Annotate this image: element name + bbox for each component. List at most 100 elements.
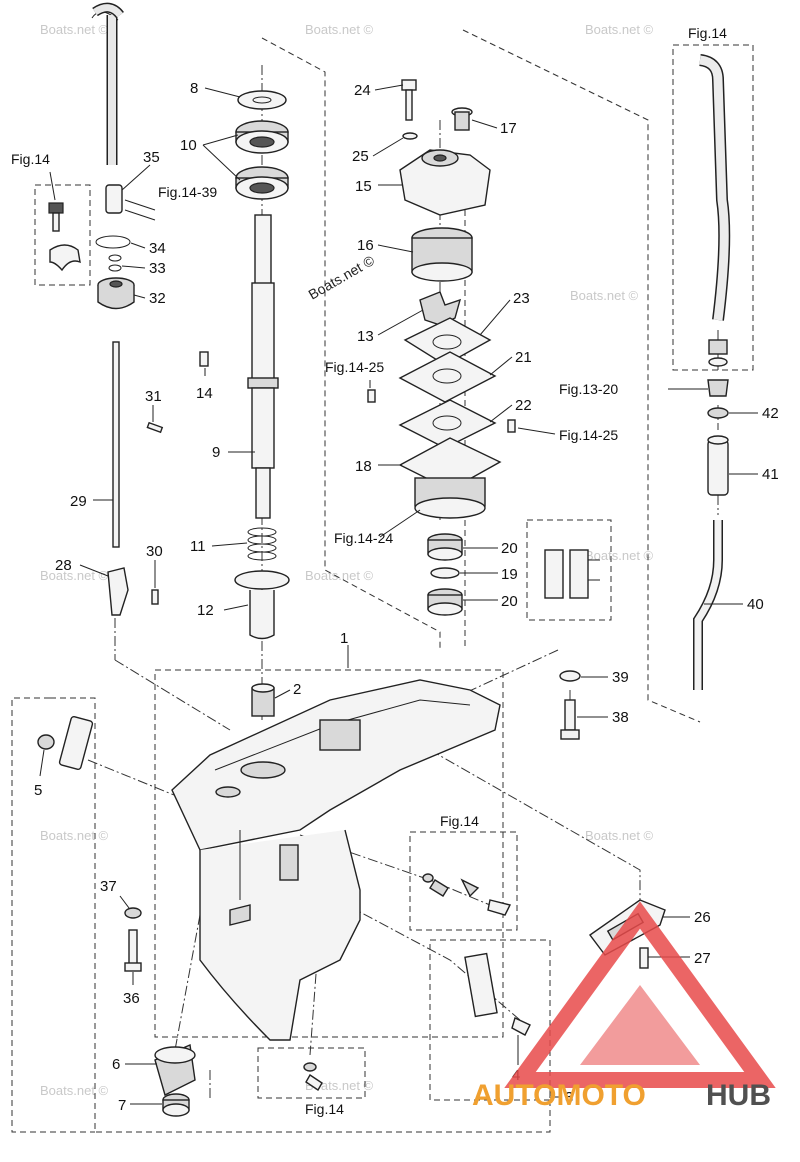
key-14 xyxy=(199,351,209,367)
bolt-24 xyxy=(401,79,417,121)
spring-11 xyxy=(247,527,277,561)
bolt-38 xyxy=(560,699,580,740)
callout-23: 23 xyxy=(513,290,530,307)
callout-2: 2 xyxy=(293,681,301,698)
callout-29: 29 xyxy=(70,493,87,510)
grommet-41 xyxy=(707,435,729,496)
fig-ref-14-bottom: Fig.14 xyxy=(305,1101,344,1117)
seals-20-19 xyxy=(427,533,463,616)
orings-34-33 xyxy=(95,235,131,272)
hose-part xyxy=(91,2,124,165)
pin-31 xyxy=(146,421,164,434)
watermark: Boats.net © xyxy=(40,1083,109,1098)
callout-19: 19 xyxy=(501,566,518,583)
shift-rod-29 xyxy=(112,341,120,548)
callout-32: 32 xyxy=(149,290,166,307)
callout-8: 8 xyxy=(190,80,198,97)
callout-14: 14 xyxy=(196,385,213,402)
callout-6: 6 xyxy=(112,1056,120,1073)
callout-3: 3 xyxy=(565,1089,573,1106)
washer-39 xyxy=(559,670,581,682)
fig-ref-13-20: Fig.13-20 xyxy=(559,381,618,397)
pin-fig14-25-left xyxy=(367,389,376,403)
bolts-fig14-mid xyxy=(422,873,512,916)
pinion-6 xyxy=(154,1043,196,1097)
seal-detail-inset xyxy=(544,549,600,599)
callout-labels: 1 2 3 4 5 6 7 8 9 10 11 12 13 14 15 16 1… xyxy=(34,80,779,1114)
watermark: Boats.net © xyxy=(585,548,654,563)
watermark: Boats.net © xyxy=(585,828,654,843)
sleeve-35 xyxy=(105,184,156,221)
bracket-fig14-left xyxy=(48,202,81,272)
pump-base-18 xyxy=(398,437,502,519)
gear-case-1 xyxy=(171,679,501,1041)
watermark: Boats.net © xyxy=(40,22,109,37)
watermark: Boats.net © xyxy=(40,828,109,843)
brand-text-hub: HUB xyxy=(706,1079,771,1112)
fig-ref-14-39: Fig.14-39 xyxy=(158,184,217,200)
callout-20b: 20 xyxy=(501,593,518,610)
watermark: Boats.net © xyxy=(305,22,374,37)
seal-42 xyxy=(707,407,729,419)
fig-ref-14-25-right: Fig.14-25 xyxy=(559,427,618,443)
bolt-fig14-bottom xyxy=(303,1062,323,1091)
watermark: Boats.net © xyxy=(305,1078,374,1093)
callout-24: 24 xyxy=(354,82,371,99)
leader-lines xyxy=(39,84,758,1105)
callout-36: 36 xyxy=(123,990,140,1007)
callout-42: 42 xyxy=(762,405,779,422)
impeller-13 xyxy=(419,291,462,326)
callout-13: 13 xyxy=(357,328,374,345)
fig-ref-14-mid: Fig.14 xyxy=(440,813,479,829)
callout-7: 7 xyxy=(118,1097,126,1114)
bushing-2 xyxy=(251,683,275,717)
callout-15: 15 xyxy=(355,178,372,195)
grommet-32 xyxy=(97,277,135,310)
callout-16: 16 xyxy=(357,237,374,254)
callout-40: 40 xyxy=(747,596,764,613)
anode-4 xyxy=(464,952,531,1036)
bearings-10 xyxy=(235,120,289,200)
callout-1: 1 xyxy=(340,630,348,647)
callout-31: 31 xyxy=(145,388,162,405)
fig-ref-14-top-right: Fig.14 xyxy=(688,25,727,41)
grommet-5 xyxy=(37,715,94,771)
insert-cup-16 xyxy=(411,227,473,282)
callout-30: 30 xyxy=(146,543,163,560)
water-tube-fig14 xyxy=(698,54,731,367)
washer-37 xyxy=(124,907,142,919)
callout-33: 33 xyxy=(149,260,166,277)
callout-17: 17 xyxy=(500,120,517,137)
bolt-36 xyxy=(124,929,142,972)
bolt-27 xyxy=(639,947,649,969)
callout-9: 9 xyxy=(212,444,220,461)
water-tube-40 xyxy=(693,520,723,690)
brand-logo: AUTOMOTO HUB xyxy=(472,901,776,1112)
callout-34: 34 xyxy=(149,240,166,257)
callout-5: 5 xyxy=(34,782,42,799)
callout-18: 18 xyxy=(355,458,372,475)
shift-arm-28 xyxy=(107,567,129,616)
callout-10: 10 xyxy=(180,137,197,154)
callout-37: 37 xyxy=(100,878,117,895)
watermark: Boats.net © xyxy=(570,288,639,303)
washer-25 xyxy=(402,132,418,140)
watermark: Boats.net © xyxy=(585,22,654,37)
callout-38: 38 xyxy=(612,709,629,726)
dashed-frames xyxy=(11,29,754,1133)
callout-39: 39 xyxy=(612,669,629,686)
callout-35: 35 xyxy=(143,149,160,166)
sleeve-12 xyxy=(234,570,290,640)
callout-22: 22 xyxy=(515,397,532,414)
nut-7 xyxy=(162,1093,190,1117)
callout-20a: 20 xyxy=(501,540,518,557)
callout-27: 27 xyxy=(694,950,711,967)
callout-28: 28 xyxy=(55,557,72,574)
callout-26: 26 xyxy=(694,909,711,926)
fig-ref-14-left: Fig.14 xyxy=(11,151,50,167)
callout-21: 21 xyxy=(515,349,532,366)
pin-fig14-25-right xyxy=(507,419,516,433)
watermark: Boats.net © xyxy=(40,568,109,583)
